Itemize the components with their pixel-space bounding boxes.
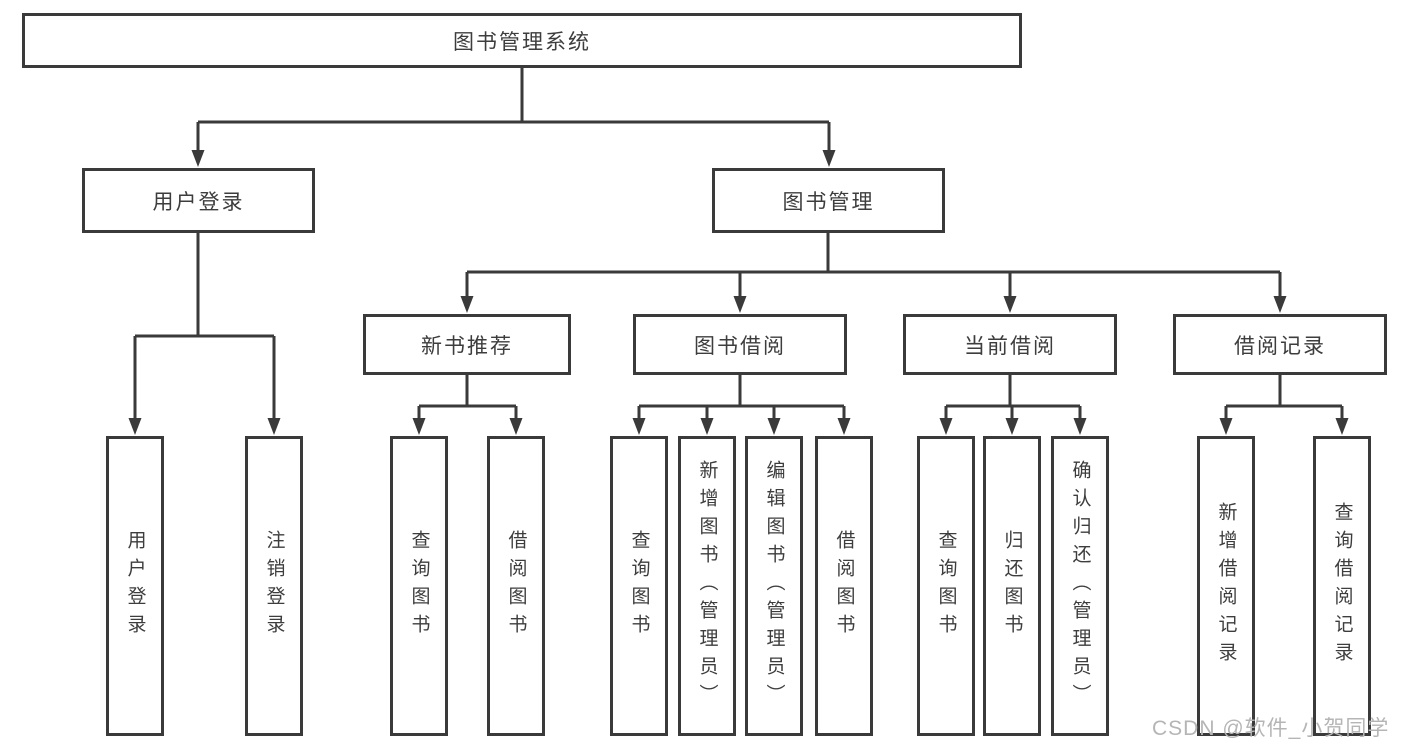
leaf-current-confirm-return-admin-label: 确认归还（管理员）	[1069, 460, 1091, 712]
leaf-logout-label: 注销登录	[263, 530, 285, 642]
node-borrow-records-label: 借阅记录	[1234, 334, 1326, 358]
node-system-label: 图书管理系统	[453, 30, 591, 54]
node-current-borrow: 当前借阅	[903, 314, 1117, 375]
leaf-current-query-books-label: 查询图书	[935, 530, 957, 642]
leaf-newbook-borrow-books: 借阅图书	[487, 436, 545, 736]
leaf-current-return-books-label: 归还图书	[1001, 530, 1023, 642]
node-borrow-records: 借阅记录	[1173, 314, 1387, 375]
csdn-watermark: CSDN @软件_小贺同学	[1152, 717, 1390, 740]
leaf-borrow-query-books-label: 查询图书	[628, 530, 650, 642]
leaf-newbook-query-books: 查询图书	[390, 436, 448, 736]
node-new-book-recommend-label: 新书推荐	[421, 334, 513, 358]
leaf-user-login: 用户登录	[106, 436, 164, 736]
node-new-book-recommend: 新书推荐	[363, 314, 571, 375]
leaf-current-query-books: 查询图书	[917, 436, 975, 736]
leaf-records-query-record-label: 查询借阅记录	[1331, 502, 1353, 670]
leaf-current-return-books: 归还图书	[983, 436, 1041, 736]
node-user-login-label: 用户登录	[152, 190, 245, 214]
leaf-borrow-add-books-admin: 新增图书（管理员）	[678, 436, 736, 736]
node-book-borrow: 图书借阅	[633, 314, 847, 375]
node-book-borrow-label: 图书借阅	[694, 334, 786, 358]
leaf-current-confirm-return-admin: 确认归还（管理员）	[1051, 436, 1109, 736]
node-system: 图书管理系统	[22, 13, 1022, 68]
leaf-borrow-add-books-admin-label: 新增图书（管理员）	[696, 460, 718, 712]
leaf-newbook-borrow-books-label: 借阅图书	[505, 530, 527, 642]
leaf-records-query-record: 查询借阅记录	[1313, 436, 1371, 736]
node-user-login: 用户登录	[82, 168, 315, 233]
node-book-management: 图书管理	[712, 168, 945, 233]
leaf-user-login-label: 用户登录	[124, 530, 146, 642]
leaf-borrow-edit-books-admin-label: 编辑图书（管理员）	[763, 460, 785, 712]
leaf-borrow-edit-books-admin: 编辑图书（管理员）	[745, 436, 803, 736]
leaf-newbook-query-books-label: 查询图书	[408, 530, 430, 642]
leaf-logout: 注销登录	[245, 436, 303, 736]
node-book-management-label: 图书管理	[782, 190, 875, 214]
leaf-records-add-record-label: 新增借阅记录	[1215, 502, 1237, 670]
leaf-records-add-record: 新增借阅记录	[1197, 436, 1255, 736]
leaf-borrow-borrow-books: 借阅图书	[815, 436, 873, 736]
node-current-borrow-label: 当前借阅	[964, 334, 1056, 358]
leaf-borrow-borrow-books-label: 借阅图书	[833, 530, 855, 642]
leaf-borrow-query-books: 查询图书	[610, 436, 668, 736]
